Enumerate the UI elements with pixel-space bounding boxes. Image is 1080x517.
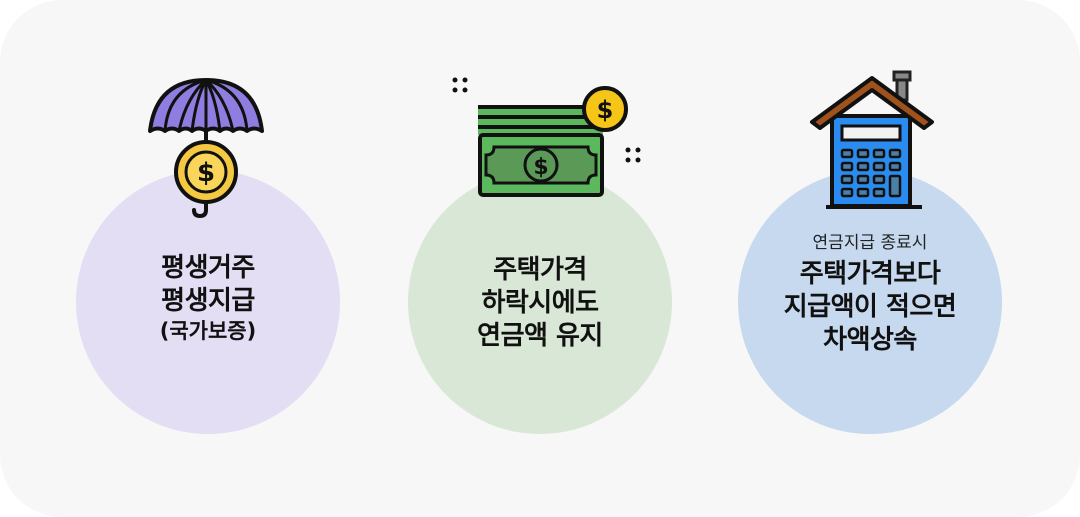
feature-line: 평생거주 xyxy=(161,253,255,283)
feature-line: 연금액 유지 xyxy=(477,321,603,351)
svg-text:$: $ xyxy=(597,96,614,124)
feature-text-lifetime: 평생거주 평생지급 (국가보증) xyxy=(76,252,340,344)
money-stack-icon: $ $ xyxy=(452,77,641,197)
feature-line: 평생지급 xyxy=(161,286,255,316)
svg-text:$: $ xyxy=(197,158,215,188)
feature-text-inheritance: 연금지급 종료시 주택가격보다 지급액이 적으면 차액상속 xyxy=(738,232,1002,357)
feature-line: 차액상속 xyxy=(823,325,917,355)
feature-line: 주택가격 xyxy=(493,255,587,285)
feature-circle-inheritance xyxy=(738,170,1002,434)
feature-text-price-drop: 주택가격 하락시에도 연금액 유지 xyxy=(408,254,672,353)
feature-line: 지급액이 적으면 xyxy=(783,292,957,322)
feature-caption: 연금지급 종료시 xyxy=(812,233,928,253)
svg-text:$: $ xyxy=(533,155,548,180)
umbrella-coin-icon: $ xyxy=(148,78,264,218)
feature-note: (국가보증) xyxy=(159,319,257,343)
feature-line: 주택가격보다 xyxy=(799,259,941,289)
feature-circle-lifetime xyxy=(76,170,340,434)
feature-line: 하락시에도 xyxy=(481,288,599,318)
house-calculator-icon xyxy=(810,70,934,209)
feature-circle-price-drop xyxy=(408,170,672,434)
